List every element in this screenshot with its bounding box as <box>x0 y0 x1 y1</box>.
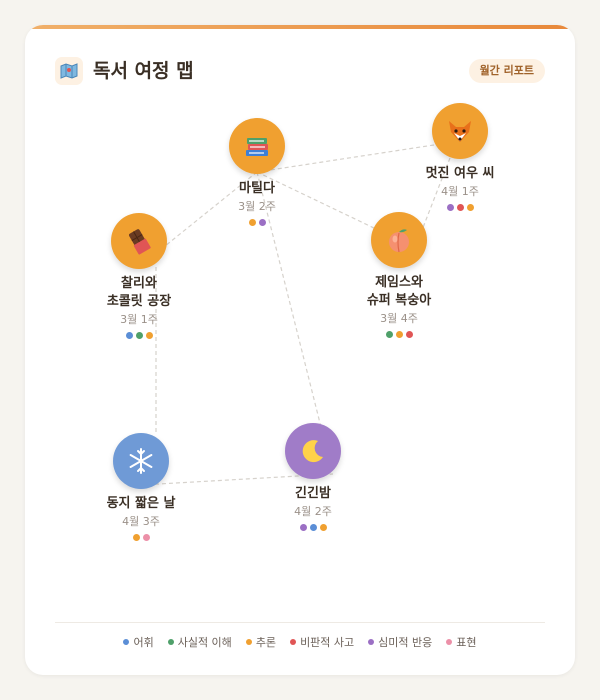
skill-dot-inference <box>395 331 403 338</box>
fox-icon <box>432 103 488 159</box>
skill-dot-factual <box>135 332 143 339</box>
legend-dot <box>446 639 453 645</box>
book-node-night[interactable]: 긴긴밤 4월 2주 <box>233 423 393 531</box>
book-title: 긴긴밤 <box>295 486 331 501</box>
book-node-james[interactable]: 제임스와 슈퍼 복숭아 3월 4주 <box>319 212 479 338</box>
peach-icon <box>371 212 427 268</box>
book-node-fox[interactable]: 멋진 여우 씨 4월 1주 <box>380 103 540 211</box>
legend-dot <box>368 639 375 645</box>
book-week: 4월 2주 <box>294 505 332 518</box>
legend-dot <box>245 639 252 645</box>
legend-item-critical: 비판적 사고 <box>290 634 354 650</box>
legend-item-aesthetic: 심미적 반응 <box>368 634 432 650</box>
map-icon <box>55 57 83 85</box>
skill-dots <box>233 524 393 531</box>
skill-dot-expression <box>142 534 150 541</box>
legend-item-expression: 표현 <box>446 634 477 650</box>
page-title: 독서 여정 맵 <box>93 60 194 82</box>
skill-dot-inference <box>248 219 256 226</box>
legend-label: 어휘 <box>133 636 154 649</box>
skill-dot-vocabulary <box>125 332 133 339</box>
skill-dot-vocabulary <box>309 524 317 531</box>
legend-item-inference: 추론 <box>245 634 277 650</box>
edge-matilda-fox <box>256 140 461 173</box>
legend-dot <box>290 639 297 645</box>
legend-label: 표현 <box>456 636 477 649</box>
legend-item-vocabulary: 어휘 <box>123 634 154 650</box>
book-title: 멋진 여우 씨 <box>425 166 495 181</box>
skill-dot-inference <box>466 204 474 211</box>
legend-dot <box>123 639 130 645</box>
skill-dots <box>61 534 221 541</box>
skill-legend: 어휘 사실적 이해 추론 비판적 사고 심미적 반응 표현 <box>25 634 575 650</box>
skill-dots <box>380 204 540 211</box>
skill-dots <box>319 331 479 338</box>
chocolate-icon <box>111 213 167 269</box>
book-node-charlie[interactable]: 찰리와 초콜릿 공장 3월 1주 <box>59 213 219 339</box>
legend-divider <box>55 622 545 623</box>
book-title: 찰리와 초콜릿 공장 <box>106 276 172 309</box>
skill-dots <box>177 219 337 226</box>
skill-dot-factual <box>385 331 393 338</box>
skill-dots <box>59 332 219 339</box>
book-week: 4월 3주 <box>122 515 160 528</box>
book-node-winter[interactable]: 동지 짧은 날 4월 3주 <box>61 433 221 541</box>
legend-label: 심미적 반응 <box>378 636 433 649</box>
skill-dot-inference <box>145 332 153 339</box>
skill-dot-critical <box>405 331 413 338</box>
legend-label: 사실적 이해 <box>177 636 232 649</box>
legend-item-factual: 사실적 이해 <box>167 634 232 650</box>
edge-fox-james <box>416 157 451 244</box>
monthly-report-button[interactable]: 월간 리포트 <box>468 59 545 83</box>
book-week: 3월 2주 <box>238 200 276 213</box>
book-week: 3월 4주 <box>380 312 418 325</box>
moon-icon <box>285 423 341 479</box>
book-week: 3월 1주 <box>120 313 158 326</box>
skill-dot-aesthetic <box>299 524 307 531</box>
skill-dot-critical <box>456 204 464 211</box>
skill-dot-inference <box>319 524 327 531</box>
snowflake-icon <box>113 433 169 489</box>
skill-dot-aesthetic <box>446 204 454 211</box>
legend-dot <box>167 639 174 645</box>
legend-label: 추론 <box>255 636 277 649</box>
book-title: 동지 짧은 날 <box>106 496 176 511</box>
book-title: 제임스와 슈퍼 복숭아 <box>366 275 432 308</box>
books-icon <box>229 118 285 174</box>
journey-map-card: 독서 여정 맵 월간 리포트 마틸다 3월 2주 <box>25 25 575 675</box>
skill-dot-aesthetic <box>258 219 266 226</box>
book-title: 마틸다 <box>239 181 275 196</box>
accent-bar <box>25 25 575 29</box>
edge-matilda-night <box>256 171 328 452</box>
book-node-matilda[interactable]: 마틸다 3월 2주 <box>177 118 337 226</box>
edge-matilda-james <box>256 171 400 241</box>
legend-label: 비판적 사고 <box>300 636 355 649</box>
book-week: 4월 1주 <box>441 185 479 198</box>
skill-dot-inference <box>132 534 140 541</box>
